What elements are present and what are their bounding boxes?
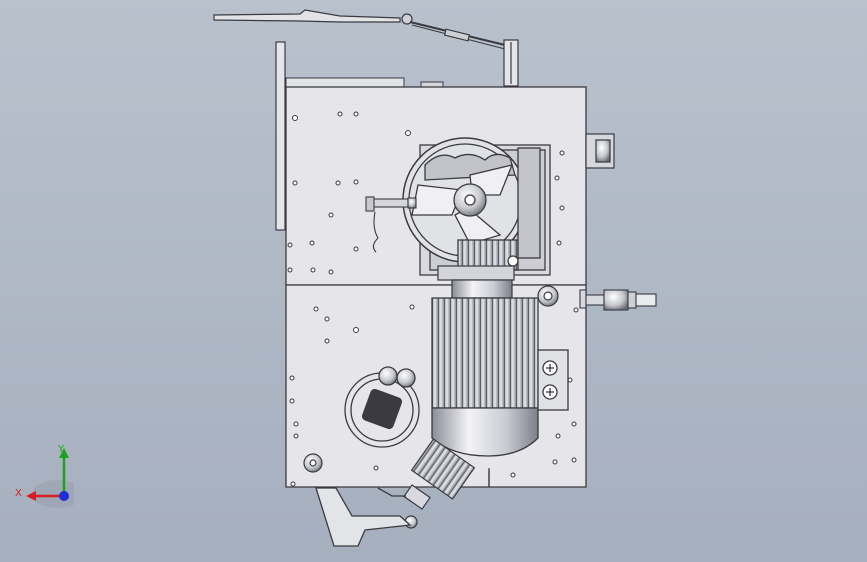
motor-coupling [437,265,559,307]
ab-cover-label: AB [371,399,393,419]
bottom-linkage [315,487,412,547]
gearbox-housing [402,137,551,276]
x-axis-label: X [15,488,22,499]
right-clamp-upper [585,133,615,169]
bottom-actuator [403,438,476,529]
top-linkage-arm [213,9,506,50]
y-axis-label: Y [57,444,65,455]
axis-triad: Y X [15,444,74,508]
upright-bracket [503,39,519,87]
ab-cover: AB [344,366,420,448]
left-rail [275,41,286,231]
cable-gland [365,196,417,253]
lower-knob [303,453,323,473]
mounting-holes [287,111,579,487]
threaded-rod [579,289,657,311]
motor-body [431,297,569,457]
